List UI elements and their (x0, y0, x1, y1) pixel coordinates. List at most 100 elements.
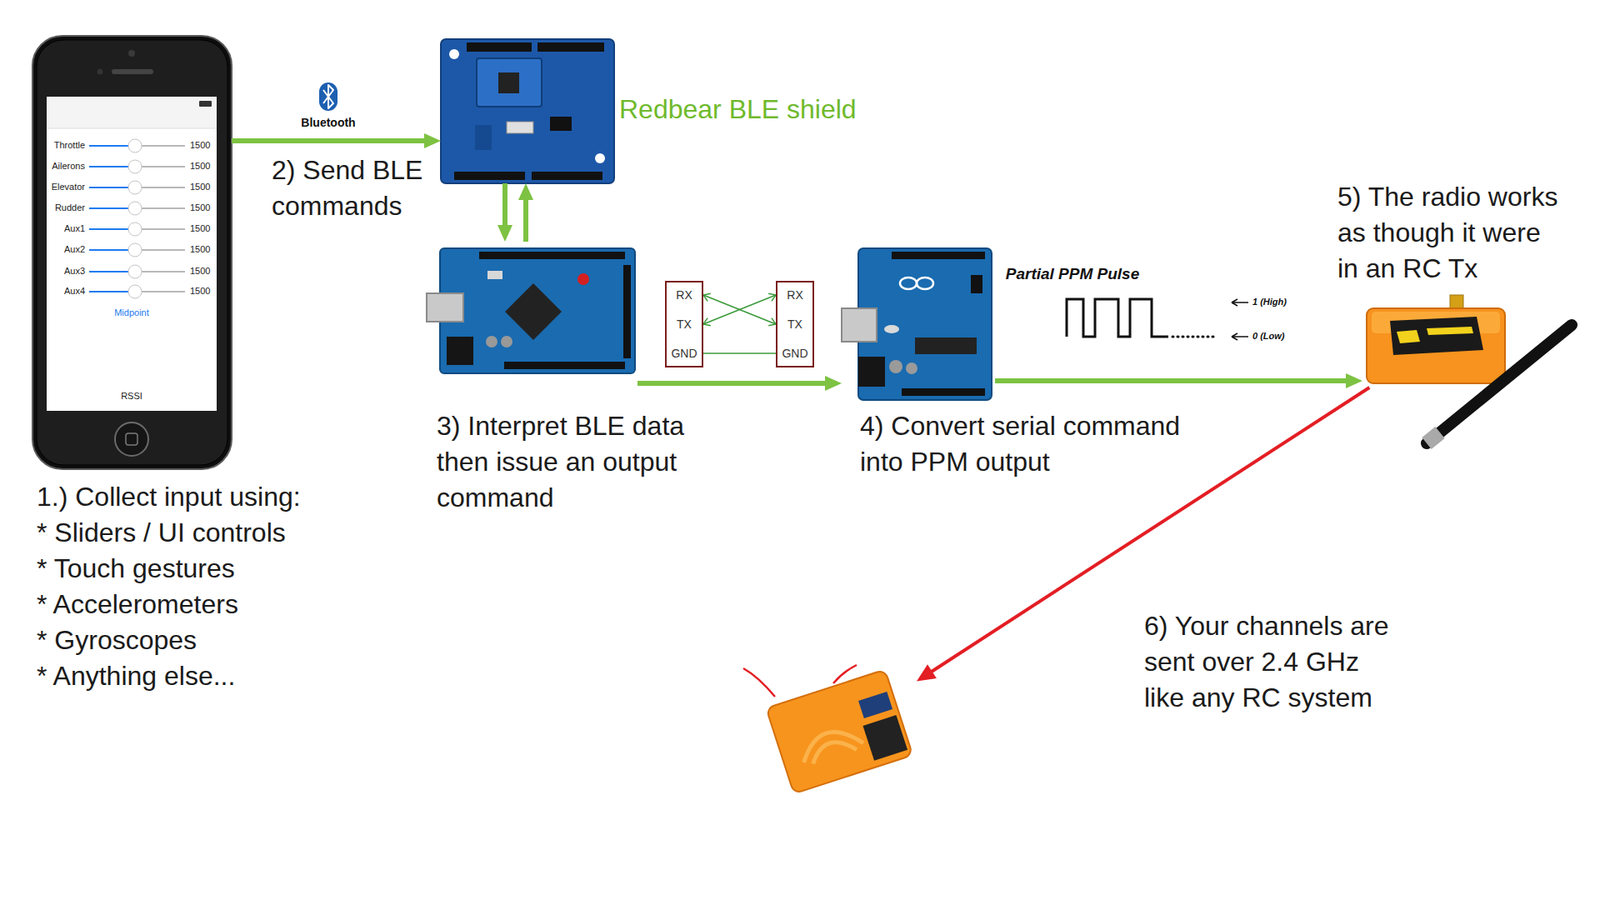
bluetooth-logo (323, 85, 334, 109)
phone-illustration (32, 35, 232, 470)
pin-box: RX TX GND (665, 280, 704, 368)
step-caption: * Touch gestures (36, 550, 235, 587)
rc-receiver (765, 669, 913, 794)
serial-wire (703, 295, 776, 325)
slider-knob (128, 180, 142, 195)
slider-name: Aux1 (64, 223, 85, 235)
step-caption: * Accelerometers (36, 586, 239, 623)
ble-shield-illustration (498, 72, 520, 94)
bluetooth-logo (319, 82, 338, 111)
phone-illustration (97, 69, 104, 75)
bluetooth-logo (319, 82, 338, 111)
step-caption: 1.) Collect input using: (36, 479, 301, 515)
pin-name: GND (781, 345, 808, 362)
arduino-mega-illustration (504, 361, 625, 370)
rc-transmitter-module (1390, 316, 1484, 355)
slider-track (135, 145, 185, 147)
rc-transmitter-module (1426, 326, 1474, 335)
arduino-mega-illustration (623, 265, 631, 359)
rc-receiver (743, 668, 775, 697)
rc-receiver (863, 715, 909, 761)
phone-illustration (199, 100, 212, 107)
ble-shield-illustration (440, 39, 615, 184)
slider-track (135, 290, 185, 293)
slider-knob (128, 139, 142, 153)
rc-transmitter-module (1396, 330, 1420, 344)
pin-box: RX TX GND (775, 280, 815, 368)
slider-name: Rudder (55, 202, 85, 214)
phone-illustration (125, 433, 138, 445)
rc-receiver (762, 662, 917, 800)
slider-value: 1500 (190, 181, 210, 193)
step-caption: * Gyroscopes (36, 622, 197, 659)
step-caption: 2) Send BLE commands (271, 152, 464, 225)
step-caption: * Anything else... (36, 658, 235, 695)
rc-receiver (743, 665, 913, 794)
arduino-uno-illustration (889, 360, 903, 374)
phone-illustration (46, 128, 217, 130)
ble-shield-illustration (550, 116, 572, 131)
slider-name: Elevator (51, 181, 85, 193)
slider-value: 1500 (190, 202, 210, 214)
slider-track (135, 207, 185, 210)
arduino-mega: 3) Interpret BLE data then issue an outp… (426, 241, 638, 392)
flow-arrow (231, 138, 431, 144)
ble-shield-illustration (466, 42, 532, 52)
slider-knob (128, 285, 142, 299)
rc-transmitter-module (1426, 325, 1572, 444)
slider-track (135, 186, 185, 189)
flow-arrow (502, 183, 508, 232)
ble-shield-illustration (449, 49, 460, 60)
arduino-mega-illustration (446, 336, 474, 365)
arduino-uno-illustration (916, 277, 934, 290)
arduino-uno-illustration (891, 251, 985, 260)
arduino-mega-illustration (426, 248, 635, 374)
serial-wire (703, 352, 776, 355)
slider-knob (128, 201, 142, 215)
ppm-waveform (1172, 335, 1215, 339)
slider-knob (128, 243, 142, 257)
pin-name: TX (676, 315, 692, 333)
arduino-mega-illustration (426, 293, 464, 322)
phone-illustration (46, 96, 217, 411)
slider-knob (128, 160, 142, 174)
flow-arrow (637, 380, 832, 386)
arduino-uno-illustration (905, 362, 918, 375)
signal-title: Partial PPM Pulse (1005, 265, 1140, 285)
ble-shield: Redbear BLE shield (440, 39, 615, 184)
arduino-mega-illustration (577, 273, 590, 285)
pin-name: RX (675, 286, 692, 304)
step-caption: 6) Your channels are sent over 2.4 GHz l… (1144, 608, 1400, 716)
rc-transmitter-module (1366, 295, 1572, 444)
step-caption: 3) Interpret BLE data then issue an outp… (436, 408, 712, 516)
arduino-uno-illustration (858, 356, 885, 387)
ble-shield-illustration (476, 58, 542, 107)
arduino-mega-illustration (479, 251, 625, 260)
arduino-mega-illustration (487, 270, 503, 280)
level-pointer (1231, 333, 1249, 340)
ble-shield-illustration (506, 121, 534, 134)
pin-name: GND (670, 345, 697, 362)
ble-shield-illustration (595, 153, 605, 164)
status-label: RSSI (120, 390, 143, 402)
arduino-mega-illustration (440, 248, 635, 374)
logo-label: Bluetooth (300, 115, 355, 130)
arduino-mega-illustration (485, 335, 498, 348)
arduino-mega-illustration (500, 335, 513, 348)
signal-level: 1 (High) (1252, 296, 1287, 308)
rc-transmitter-module (1366, 308, 1505, 384)
arduino-uno-illustration (970, 275, 983, 294)
pin-name: TX (787, 315, 803, 333)
phone-illustration (36, 40, 228, 465)
arduino-uno-illustration (858, 248, 992, 400)
component-label: Redbear BLE shield (619, 91, 857, 128)
level-pointer (1231, 299, 1249, 306)
arduino-uno-illustration (841, 308, 877, 342)
phone-illustration (32, 35, 232, 470)
slider-value: 1500 (190, 285, 210, 297)
pin-name: RX (786, 286, 803, 304)
step-caption: 5) The radio works as though it were in … (1337, 179, 1565, 287)
slider-name: Ailerons (51, 160, 85, 172)
arduino-uno-illustration (900, 277, 917, 290)
slider-knob (128, 222, 142, 236)
